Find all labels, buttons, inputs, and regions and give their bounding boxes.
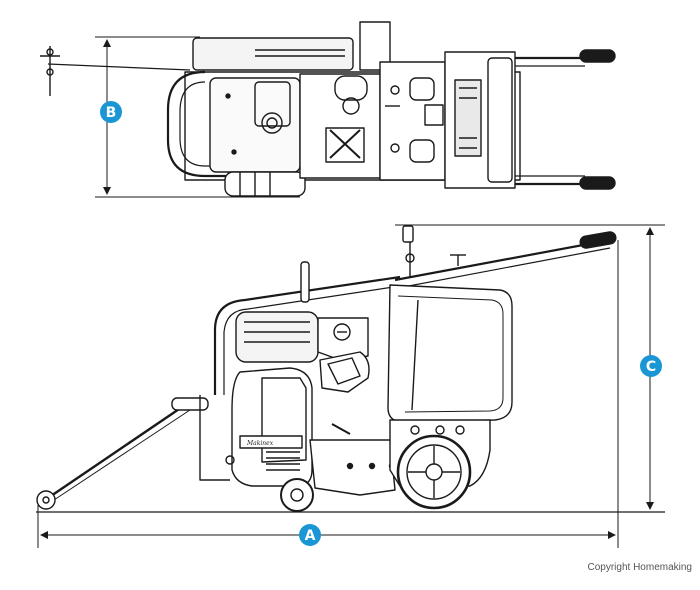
copyright-text: Copyright Homemaking — [587, 562, 693, 573]
side-view-machine — [36, 225, 617, 512]
brand-plate: Makinex — [246, 440, 274, 447]
top-view-machine — [40, 21, 616, 197]
dimension-b-label: B — [106, 105, 117, 121]
dimension-b-badge: B — [100, 101, 122, 123]
dimension-a-label: A — [305, 528, 316, 544]
dimension-a-line — [37, 240, 619, 548]
dimension-c-badge: C — [640, 355, 662, 377]
dimension-a-badge: A — [299, 524, 321, 546]
dimension-c-label: C — [646, 359, 656, 375]
